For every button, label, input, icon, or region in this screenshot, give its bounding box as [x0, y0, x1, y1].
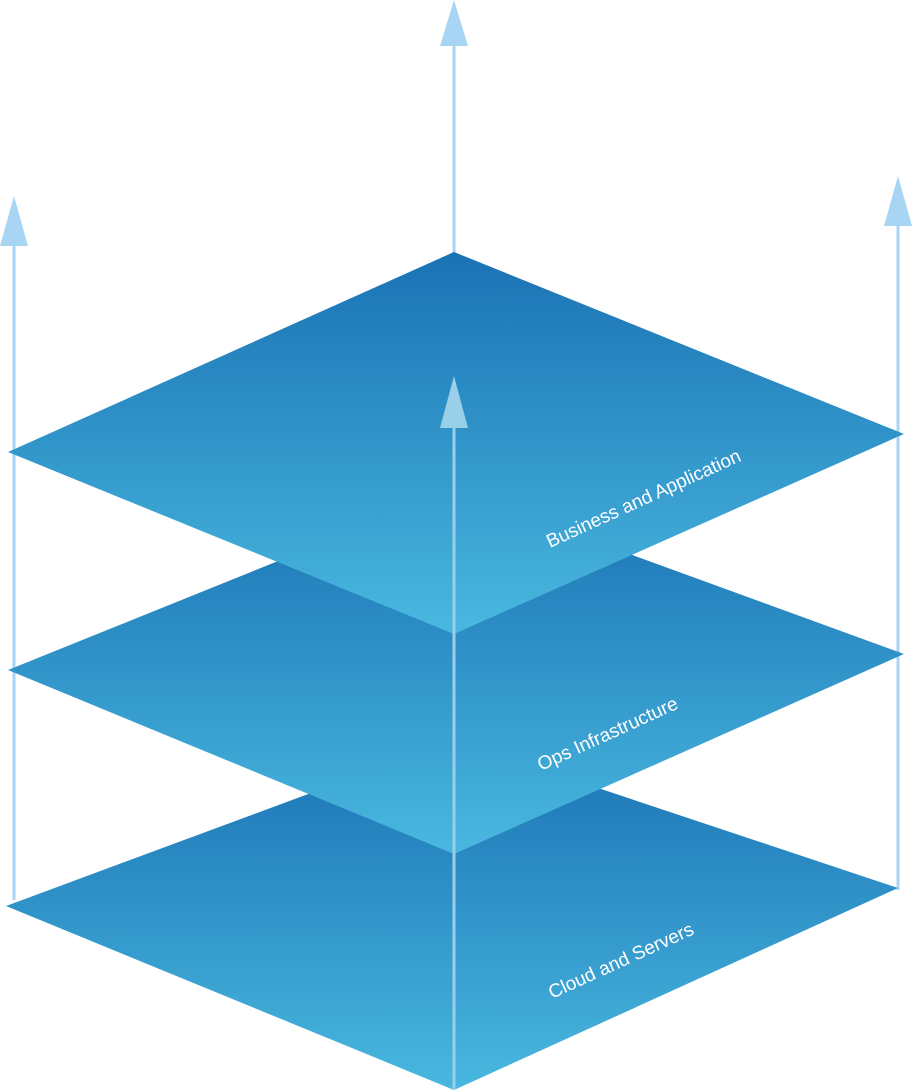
- top-center-arrow: [440, 0, 468, 254]
- layer-cloud-and-servers: [6, 740, 898, 1090]
- right-arrow: [884, 176, 912, 890]
- layer-plane: [8, 252, 904, 634]
- layer-plane: [8, 490, 904, 854]
- layer-ops-infrastructure: [8, 490, 904, 854]
- layer-business-and-application: [8, 252, 904, 634]
- center-arrow: [440, 376, 468, 1090]
- left-arrow: [0, 196, 28, 900]
- layer-plane: [6, 740, 898, 1090]
